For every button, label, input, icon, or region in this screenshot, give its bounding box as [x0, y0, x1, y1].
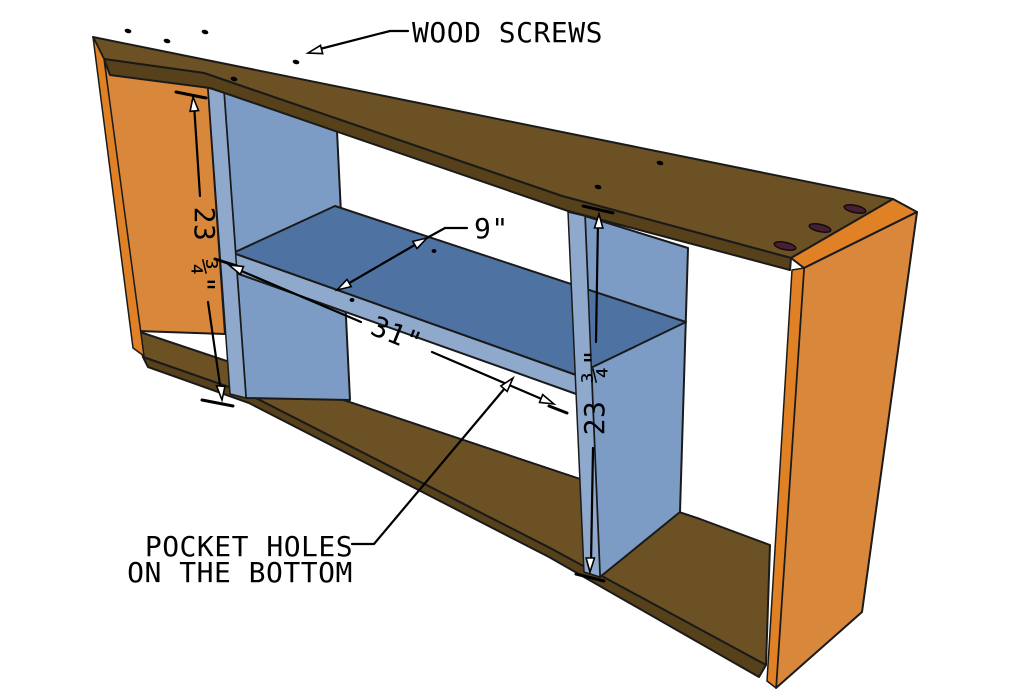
leader-line: [350, 386, 507, 546]
pocket-holes-label-line1: POCKET HOLES: [145, 530, 353, 563]
pocket-holes-label-line2: ON THE BOTTOM: [127, 556, 353, 589]
arrowhead-down: [585, 557, 596, 575]
dimension-tick: [581, 204, 615, 215]
leader-line: [423, 226, 469, 241]
dimension-tick: [547, 404, 569, 415]
pocket-hole-slot: [773, 241, 797, 251]
dimension-tick: [200, 398, 235, 408]
dimension-line: [430, 350, 553, 405]
arrowhead-down: [215, 384, 226, 403]
arrowhead-down-right: [538, 393, 557, 406]
wood-screw-holes: [124, 28, 664, 190]
screw-hole-dot: [230, 76, 238, 82]
dimension-line: [594, 218, 600, 344]
left-panel-outer-edge: [92, 36, 145, 357]
dimension-left-height: 23 ¾": [174, 90, 235, 408]
dimension-right-height: 23 ¾": [574, 204, 615, 583]
pocket-hole-slot: [843, 204, 867, 214]
arrowhead-up-right: [499, 375, 515, 393]
wood-screws-label: WOOD SCREWS: [412, 16, 603, 49]
screw-hole-dot: [292, 59, 300, 65]
pocket-hole-slot: [808, 223, 832, 233]
top-pocket-hole-slots: [773, 204, 867, 251]
dimension-line: [589, 446, 595, 566]
dim-label-right-height: 23 ¾": [578, 349, 611, 436]
screw-hole-dot: [201, 29, 209, 35]
dimension-tick: [574, 572, 606, 583]
leader-line: [310, 29, 410, 53]
arrowhead-up: [189, 94, 200, 113]
pocket-holes-callout: POCKET HOLES ON THE BOTTOM: [127, 375, 515, 589]
dimension-line: [206, 300, 223, 394]
dimension-line: [230, 265, 363, 324]
dimension-shelf-depth: 9": [334, 212, 509, 292]
dim-label-shelf-depth: 9": [474, 212, 509, 245]
arrowhead-up: [593, 211, 604, 229]
arrowhead-left: [305, 44, 324, 55]
screw-hole-dot: [656, 160, 664, 166]
dimension-tick: [174, 90, 208, 100]
arrowhead-up-right: [411, 236, 430, 250]
right-panel-front-edge: [766, 267, 805, 689]
dimension-line: [192, 102, 202, 198]
top-panel-front-edge: [103, 58, 792, 271]
shelf-pocket-dot: [349, 298, 355, 302]
dim-label-left-height: 23 ¾": [188, 207, 221, 294]
arrowhead-up-left: [226, 263, 245, 276]
shelf-pocket-dot: [431, 249, 437, 253]
screw-hole-dot: [124, 28, 132, 34]
dimension-line: [337, 237, 427, 291]
arrowhead-down-left: [334, 278, 353, 292]
screw-hole-dot: [594, 184, 602, 190]
bottom-panel-front-edge: [142, 356, 767, 678]
screw-hole-dot: [163, 38, 171, 44]
wood-screws-callout: WOOD SCREWS: [305, 16, 603, 55]
